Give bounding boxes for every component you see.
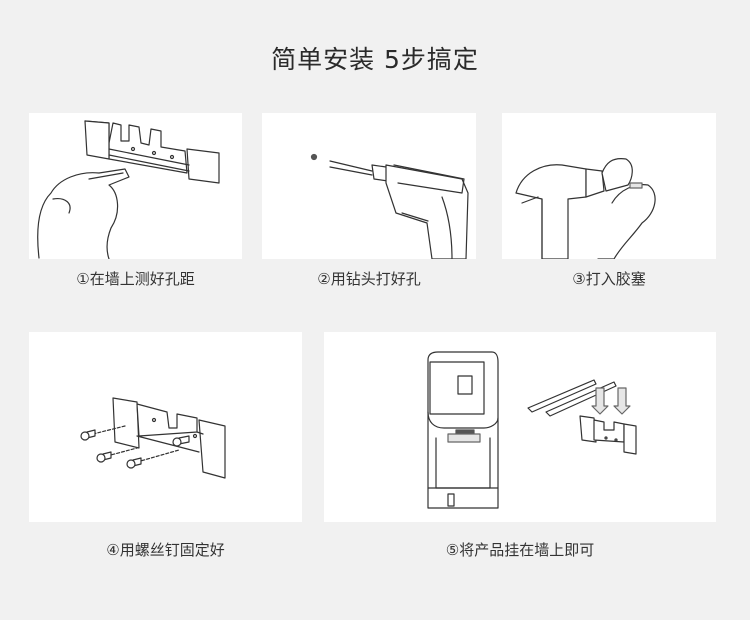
- step-1-caption: ①在墙上测好孔距: [76, 270, 195, 288]
- step-3-illustration: [502, 113, 716, 259]
- step-2-caption: ②用钻头打好孔: [317, 270, 421, 288]
- step-5-caption: ⑤将产品挂在墙上即可: [445, 541, 595, 559]
- step-4-illustration: [29, 332, 302, 522]
- step-2-illustration: [262, 113, 476, 259]
- page-title: 简单安装 5步搞定: [271, 45, 479, 74]
- step-5-illustration: [324, 332, 716, 522]
- step-3-caption: ③打入胶塞: [572, 270, 646, 288]
- step-1-illustration: [29, 113, 242, 259]
- step-4-caption: ④用螺丝钉固定好: [106, 541, 225, 559]
